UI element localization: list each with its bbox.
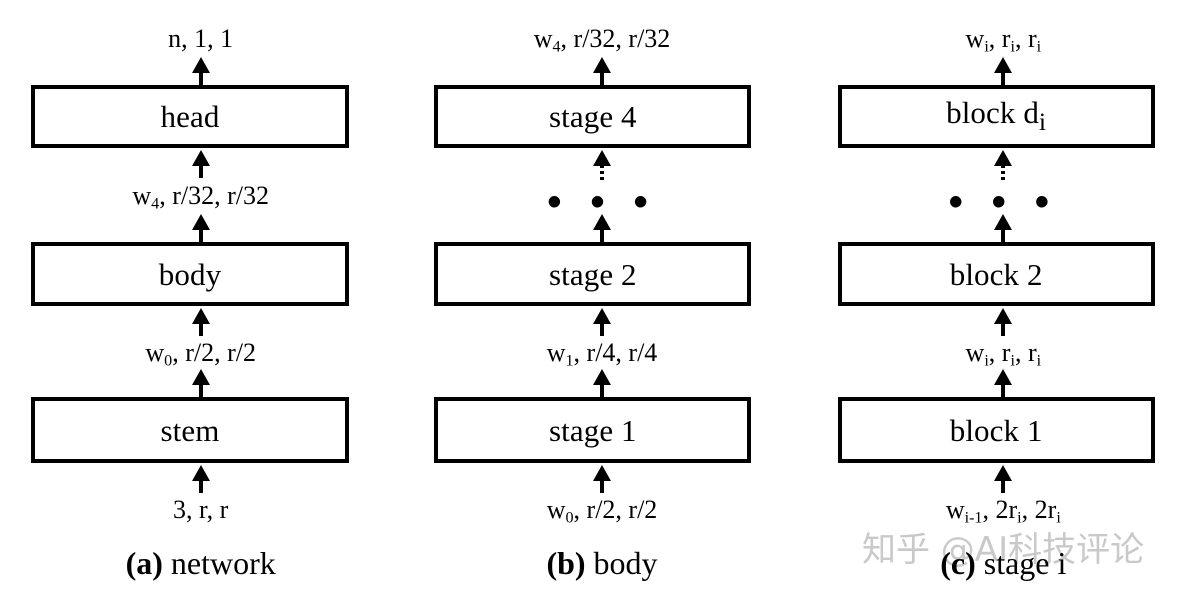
node-head-label: head (160, 99, 220, 134)
panel-stage-i: wi, ri, ri block di • • • block 2 (803, 0, 1204, 606)
arrow-body-output-stub (188, 214, 214, 242)
node-stem[interactable]: stem (31, 397, 349, 463)
node-body[interactable]: body (31, 242, 349, 306)
node-block-2[interactable]: block 2 (837, 242, 1155, 306)
arrow-stage4-to-output (589, 57, 615, 85)
caption-body-text: body (593, 545, 658, 581)
edge-label-stage-1-output: w1, r/4, r/4 (546, 338, 658, 370)
caption-stage-i: (c) stage i (803, 547, 1204, 579)
arrow-input-to-stem (188, 465, 214, 493)
node-stage-2-label: stage 2 (549, 256, 637, 292)
edge-label-stage-output-top: wi, ri, ri (965, 24, 1042, 56)
arrow-block-di-to-output (990, 57, 1016, 85)
arrow-stem-to-body (188, 308, 214, 336)
edge-label-body-input: w0, r/2, r/2 (546, 495, 658, 527)
caption-body: (b) body (401, 547, 802, 579)
arrow-stage-1-to-stage-2 (589, 308, 615, 336)
arrow-stage-2-to-ellipsis (589, 214, 615, 242)
node-block-1[interactable]: block 1 (837, 397, 1155, 463)
edge-label-block-1-output: wi, ri, ri (965, 338, 1042, 370)
node-stage-4[interactable]: stage 4 (434, 85, 752, 148)
edge-label-stem-output: w0, r/2, r/2 (145, 338, 256, 370)
caption-stage-i-tag: (c) (940, 545, 976, 581)
panel-body: w4, r/32, r/32 stage 4 • • • (401, 0, 802, 606)
arrow-head-to-output (188, 57, 214, 85)
arrow-dashed-to-block-di (990, 150, 1016, 180)
node-stage-1[interactable]: stage 1 (434, 397, 752, 463)
edge-label-stage-input: wi-1, 2ri, 2ri (945, 495, 1061, 527)
edge-label-network-output: n, 1, 1 (168, 24, 234, 53)
arrow-stem-output-stub (188, 369, 214, 397)
arrow-input-to-block-1 (990, 465, 1016, 493)
caption-network: (a) network (0, 547, 401, 579)
edge-label-body-output-top: w4, r/32, r/32 (533, 24, 671, 56)
edge-label-network-input: 3, r, r (173, 495, 229, 524)
caption-network-tag: (a) (125, 545, 163, 581)
node-block-1-label: block 1 (949, 412, 1043, 448)
node-head[interactable]: head (31, 85, 349, 148)
node-stage-1-label: stage 1 (549, 412, 637, 448)
node-body-label: body (158, 256, 222, 292)
node-stage-4-label: stage 4 (549, 99, 637, 134)
node-stage-2[interactable]: stage 2 (434, 242, 752, 306)
arrow-block-1-output-stub (990, 369, 1016, 397)
caption-body-tag: (b) (546, 545, 586, 581)
caption-network-text: network (170, 545, 276, 581)
node-block-di[interactable]: block di (837, 85, 1155, 148)
arrow-block-1-to-block-2 (990, 308, 1016, 336)
ellipsis-blocks: • • • (948, 180, 1058, 224)
node-block-di-label: block di (946, 95, 1047, 137)
node-block-2-label: block 2 (949, 256, 1043, 292)
arrow-block-2-to-ellipsis (990, 214, 1016, 242)
ellipsis-stages: • • • (547, 180, 657, 224)
caption-stage-i-text: stage i (983, 545, 1067, 581)
node-stem-label: stem (160, 412, 220, 448)
arrow-input-to-stage-1 (589, 465, 615, 493)
edge-label-body-output: w4, r/32, r/32 (132, 181, 269, 213)
arrow-body-to-head (188, 150, 214, 178)
arrow-stage-1-output-stub (589, 369, 615, 397)
arrow-dashed-to-stage-4 (589, 150, 615, 180)
panel-network: n, 1, 1 head w4, r/32, r/32 body (0, 0, 401, 606)
